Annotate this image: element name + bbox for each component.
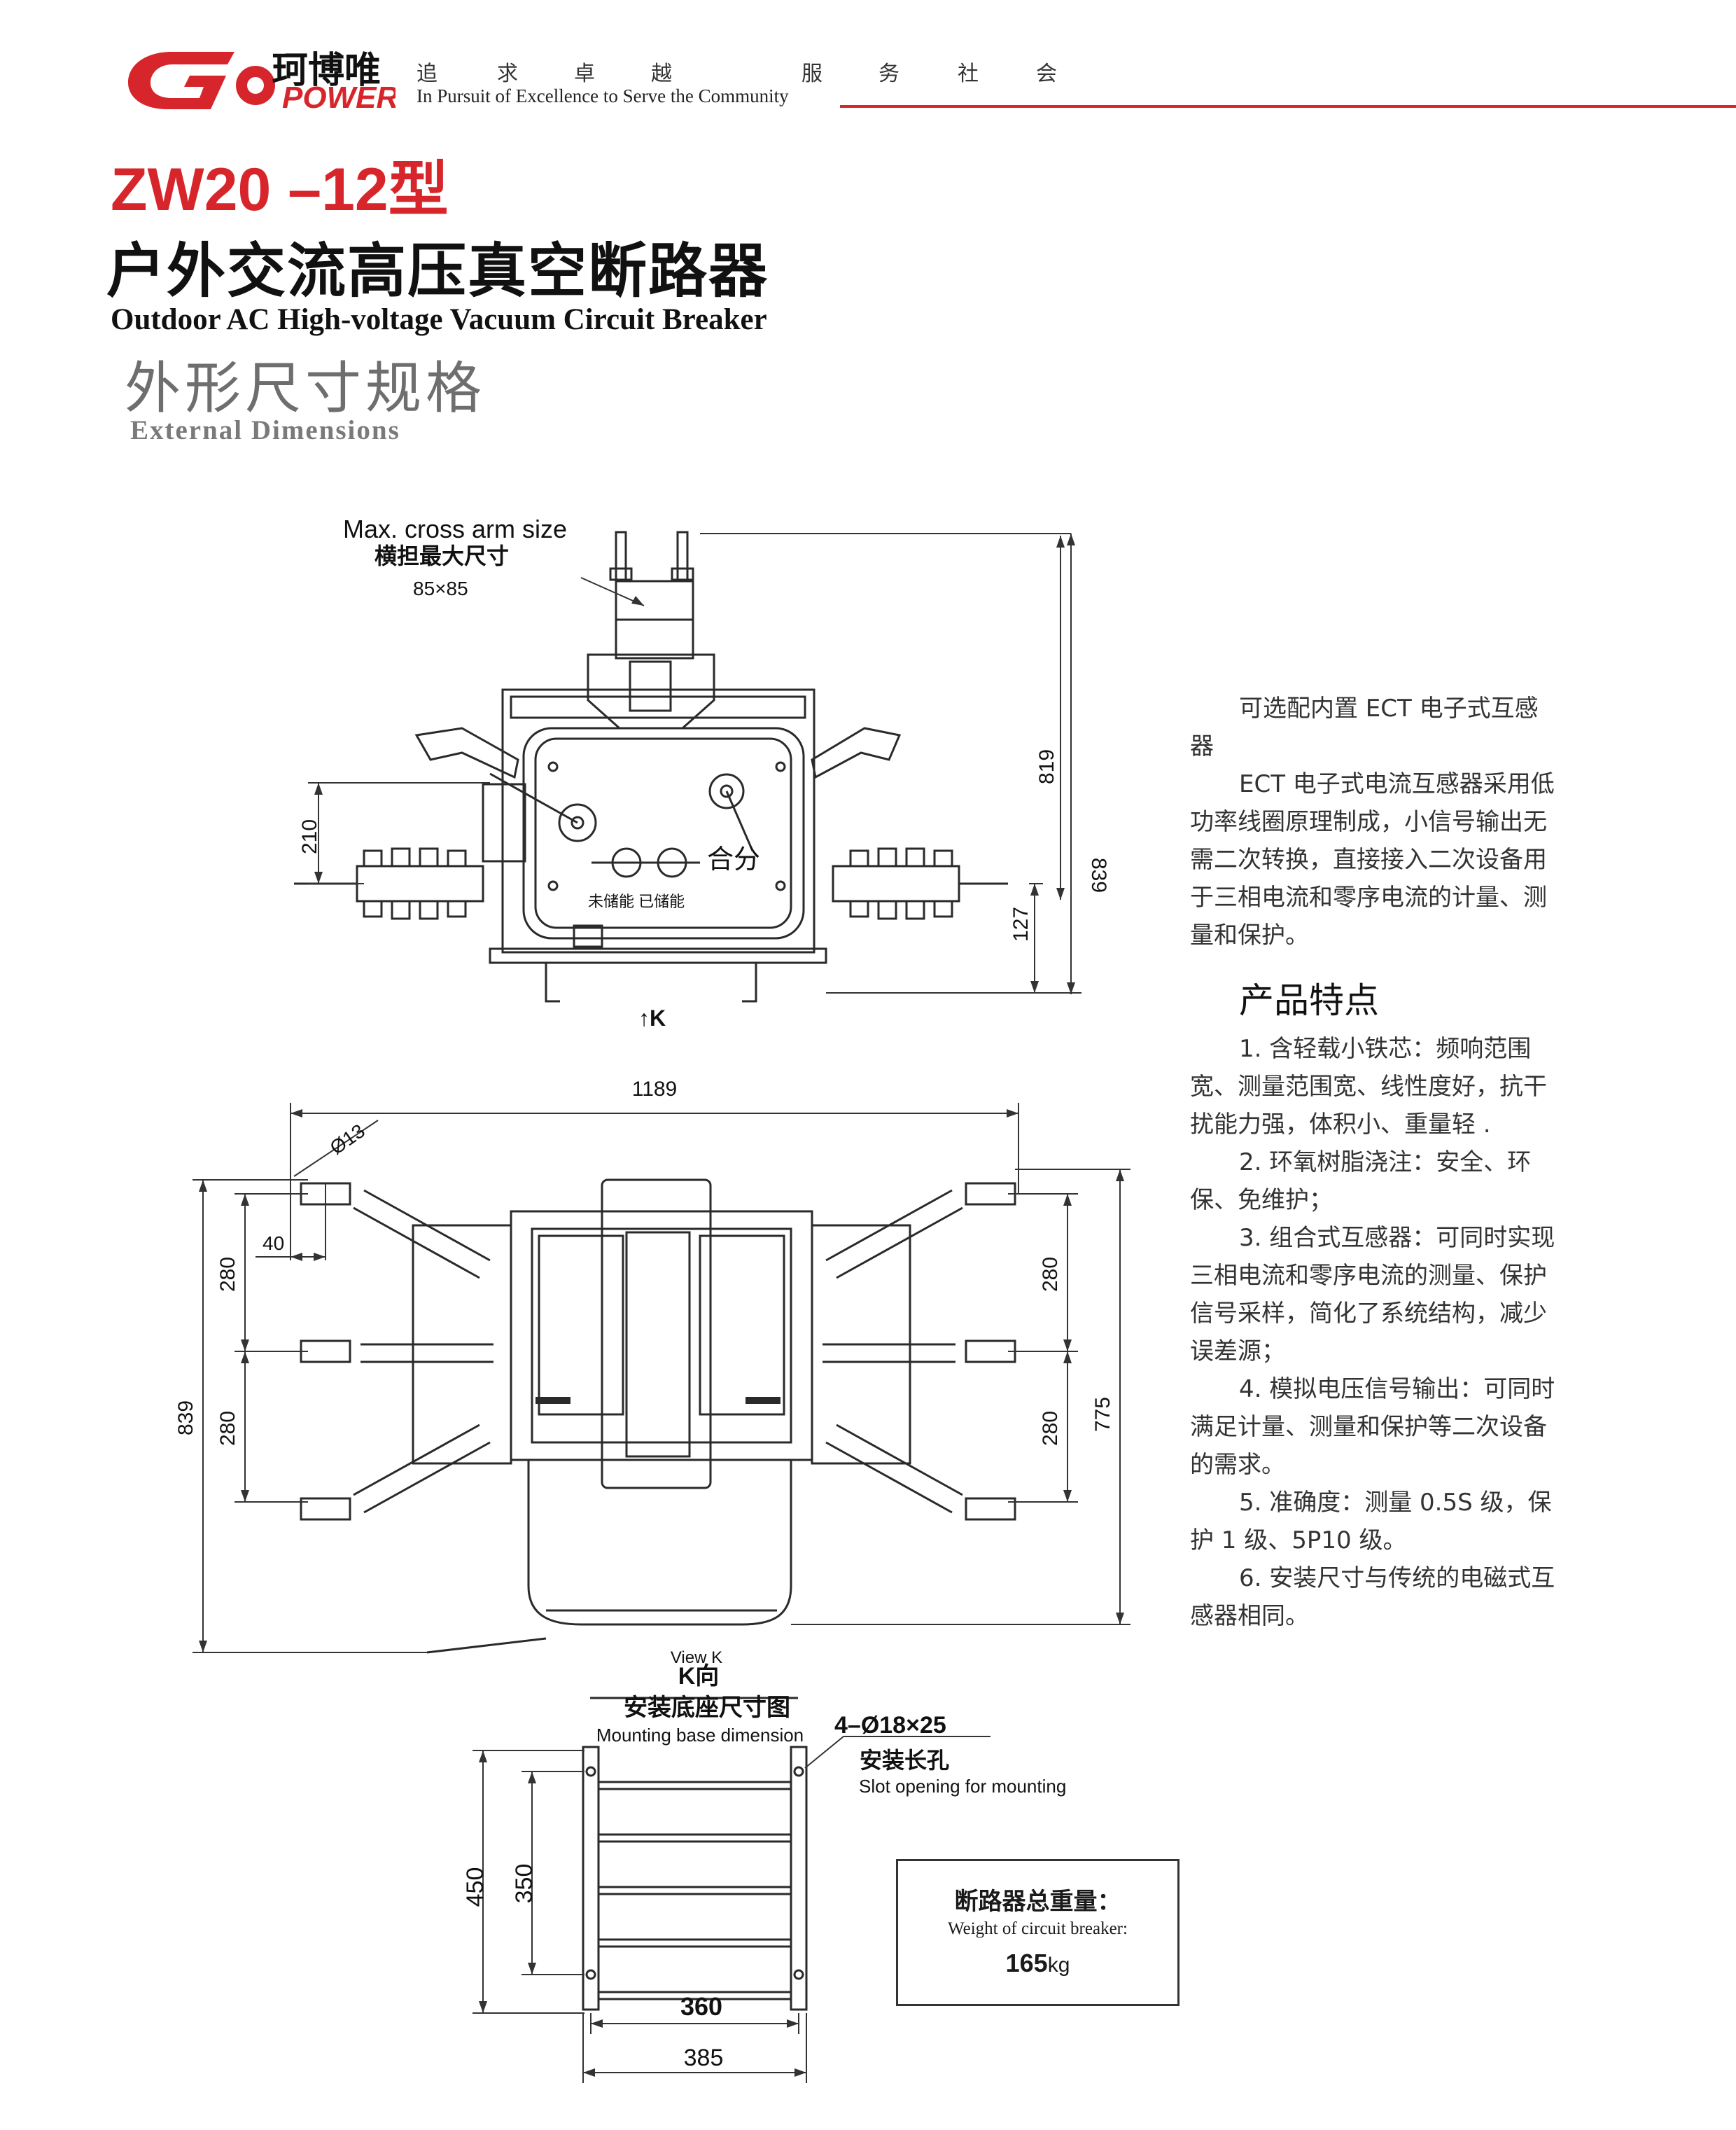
intro-ect-detail: ECT 电子式电流互感器采用低功率线圈原理制成，小信号输出无需二次转换，直接接入… <box>1190 770 1555 949</box>
dim-280-right-upper: 280 <box>1039 1257 1062 1292</box>
base-title-en: Mounting base dimension <box>596 1725 804 1746</box>
feature-item: 3. 组合式互感器：可同时实现三相电流和零序电流的测量、保护信号采样，简化了系统… <box>1190 1224 1555 1365</box>
slogan-char: 越 <box>651 62 672 86</box>
feature-item: 2. 环氧树脂浇注：安全、环保、免维护； <box>1190 1148 1532 1214</box>
right-insulator-top <box>822 1182 1016 1521</box>
weight-unit: kg <box>1047 1954 1070 1977</box>
slogan-char: 求 <box>497 62 518 86</box>
slogan-char: 服 <box>802 62 822 86</box>
dim-839-front: 839 <box>1087 858 1110 893</box>
go-power-logo: POWER <box>128 52 396 113</box>
logo-wordmark: POWER <box>282 81 396 113</box>
slot-label-en: Slot opening for mounting <box>859 1776 1066 1797</box>
dim-40: 40 <box>262 1232 284 1254</box>
intro-ect-option: 可选配内置 ECT 电子式互感器 <box>1190 695 1539 760</box>
weight-box: 断路器总重量： Weight of circuit breaker: 165kg <box>896 1859 1180 2006</box>
cross-arm-label-cn: 横担最大尺寸 <box>374 543 509 569</box>
right-insulator <box>832 847 1008 920</box>
header: POWER 珂博唯 追 求 卓 越 服 务 社 会 In Pursuit of … <box>0 0 1736 119</box>
top-view-drawing: 1189 Ø13 40 280 280 839 280 280 775 <box>174 1078 1130 1654</box>
feature-item: 4. 模拟电压信号输出：可同时满足计量、测量和保护等二次设备的需求。 <box>1190 1375 1555 1479</box>
dim-1189: 1189 <box>632 1078 678 1101</box>
slogan-char: 会 <box>1036 62 1057 86</box>
slot-spec: 4–Ø18×25 <box>834 1712 946 1739</box>
feature-item: 1. 含轻载小铁芯：频响范围宽、测量范围宽、线性度好，抗干扰能力强，体积小、重量… <box>1190 1035 1547 1139</box>
feature-item: 6. 安装尺寸与传统的电磁式互感器相同。 <box>1190 1564 1555 1630</box>
product-name-en: Outdoor AC High-voltage Vacuum Circuit B… <box>111 303 767 336</box>
dim-360: 360 <box>680 1992 722 2021</box>
dim-450: 450 <box>462 1867 489 1907</box>
cross-arm-size: 85×85 <box>413 578 468 599</box>
view-k-marker: ↑K <box>638 1005 666 1031</box>
slogan-char: 追 <box>416 62 438 86</box>
left-insulator <box>294 847 484 920</box>
description-column: 可选配内置 ECT 电子式互感器 ECT 电子式电流互感器采用低功率线圈原理制成… <box>1190 690 1561 1635</box>
weight-number: 165 <box>1005 1949 1048 1977</box>
dim-280-left-lower: 280 <box>216 1411 239 1446</box>
slogan-char: 卓 <box>574 62 595 86</box>
weight-label-cn: 断路器总重量： <box>954 1888 1121 1916</box>
dim-127: 127 <box>1009 907 1032 942</box>
dim-839-top: 839 <box>174 1400 197 1435</box>
slogan-en: In Pursuit of Excellence to Serve the Co… <box>416 85 789 106</box>
brand-name-cn: 珂博唯 <box>272 50 382 92</box>
mounting-base-drawing: View K K向 安装底座尺寸图 Mounting base dimensio… <box>462 1648 1066 2083</box>
slogan-char: 务 <box>878 62 899 86</box>
feature-item: 5. 准确度：测量 0.5S 级，保护 1 级、5P10 级。 <box>1190 1489 1552 1554</box>
product-name-cn: 户外交流高压真空断路器 <box>106 237 769 305</box>
section-title-cn: 外形尺寸规格 <box>125 356 486 421</box>
close-open-label: 合分 <box>707 845 760 875</box>
slogan-char: 社 <box>958 62 979 86</box>
view-k-en: View K <box>671 1648 722 1667</box>
weight-label-en: Weight of circuit breaker: <box>948 1919 1128 1938</box>
features-title: 产品特点 <box>1239 980 1379 1021</box>
dim-280-right-lower: 280 <box>1039 1411 1062 1446</box>
dim-775: 775 <box>1091 1397 1114 1432</box>
front-view-drawing: Max. cross arm size 横担最大尺寸 85×85 合分 未储能 … <box>294 515 1110 1031</box>
cross-arm-label-en: Max. cross arm size <box>343 515 567 543</box>
dim-210: 210 <box>298 819 321 854</box>
model-title: ZW20 –12型 <box>111 156 449 223</box>
left-insulator-top <box>300 1182 493 1521</box>
base-title-cn: 安装底座尺寸图 <box>624 1694 790 1721</box>
view-k-cn: K向 <box>678 1663 720 1690</box>
section-title-en: External Dimensions <box>130 415 400 445</box>
dim-819: 819 <box>1035 749 1058 784</box>
weight-value: 165kg <box>898 1949 1177 1978</box>
dim-350: 350 <box>511 1864 538 1904</box>
header-rule <box>840 105 1736 108</box>
dim-280-left-upper: 280 <box>216 1257 239 1292</box>
dim-385: 385 <box>684 2045 724 2071</box>
charge-label: 未储能 已储能 <box>588 893 685 910</box>
slot-label-cn: 安装长孔 <box>860 1748 949 1773</box>
